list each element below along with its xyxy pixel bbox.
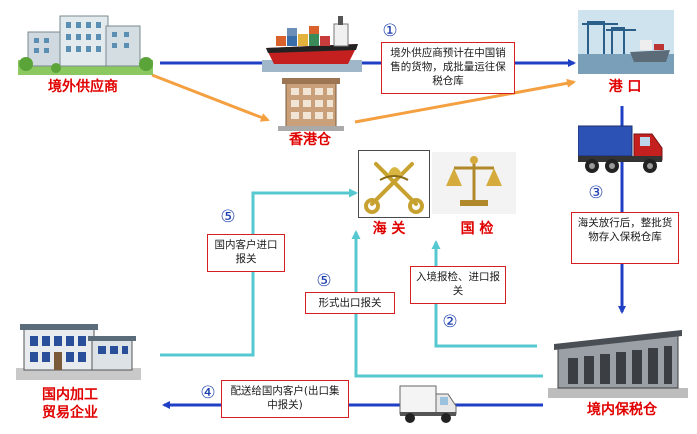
factory-building-icon — [16, 324, 141, 380]
warehouse-building-icon — [278, 78, 344, 131]
arrow-domestic-to-customs — [160, 188, 358, 357]
overseas-supplier-label: 境外供应商 — [48, 79, 118, 95]
step5a-number: ⑤ — [220, 207, 236, 227]
customs-emblem-icon — [358, 150, 430, 218]
step3-box: 海关放行后，整批货物存入保税仓库 — [571, 212, 679, 264]
port-label: 港 口 — [608, 79, 642, 95]
port-crane-icon — [578, 10, 674, 74]
arrow-supplier-to-hk — [151, 73, 270, 122]
step3-number: ③ — [588, 183, 604, 203]
inspection-emblem-icon — [432, 152, 516, 214]
step4-number: ④ — [200, 383, 216, 403]
step5a-box: 国内客户进口报关 — [207, 234, 285, 272]
step4-box: 配送给国内客户(出口集中报关) — [221, 380, 349, 418]
step2-number: ② — [442, 312, 458, 332]
domestic-enterprise-label-line1: 国内加工 — [42, 387, 98, 403]
arrow-bonded-to-customs — [351, 230, 543, 378]
inspection-label: 国 检 — [460, 221, 494, 237]
step1-number: ① — [382, 21, 398, 41]
step5b-number: ⑤ — [316, 271, 332, 291]
domestic-enterprise-label: 国内加工 贸易企业 — [30, 386, 110, 422]
arrow-hk-to-port — [354, 78, 576, 124]
hk-warehouse-label: 香港仓 — [289, 132, 331, 148]
office-building-icon — [18, 15, 153, 75]
step1-box: 境外供应商预计在中国销售的货物，成批量运往保税仓库 — [381, 42, 515, 94]
domestic-enterprise-label-line2: 贸易企业 — [42, 405, 98, 421]
customs-label: 海 关 — [372, 221, 406, 237]
bonded-warehouse-label: 境内保税仓 — [587, 402, 657, 418]
cargo-ship-icon — [262, 16, 362, 72]
step2-box: 入境报检、进口报关 — [410, 266, 506, 304]
step5b-box: 形式出口报关 — [305, 292, 395, 314]
bonded-warehouse-icon — [548, 330, 688, 398]
delivery-van-icon — [399, 385, 457, 423]
truck-icon — [578, 125, 663, 173]
